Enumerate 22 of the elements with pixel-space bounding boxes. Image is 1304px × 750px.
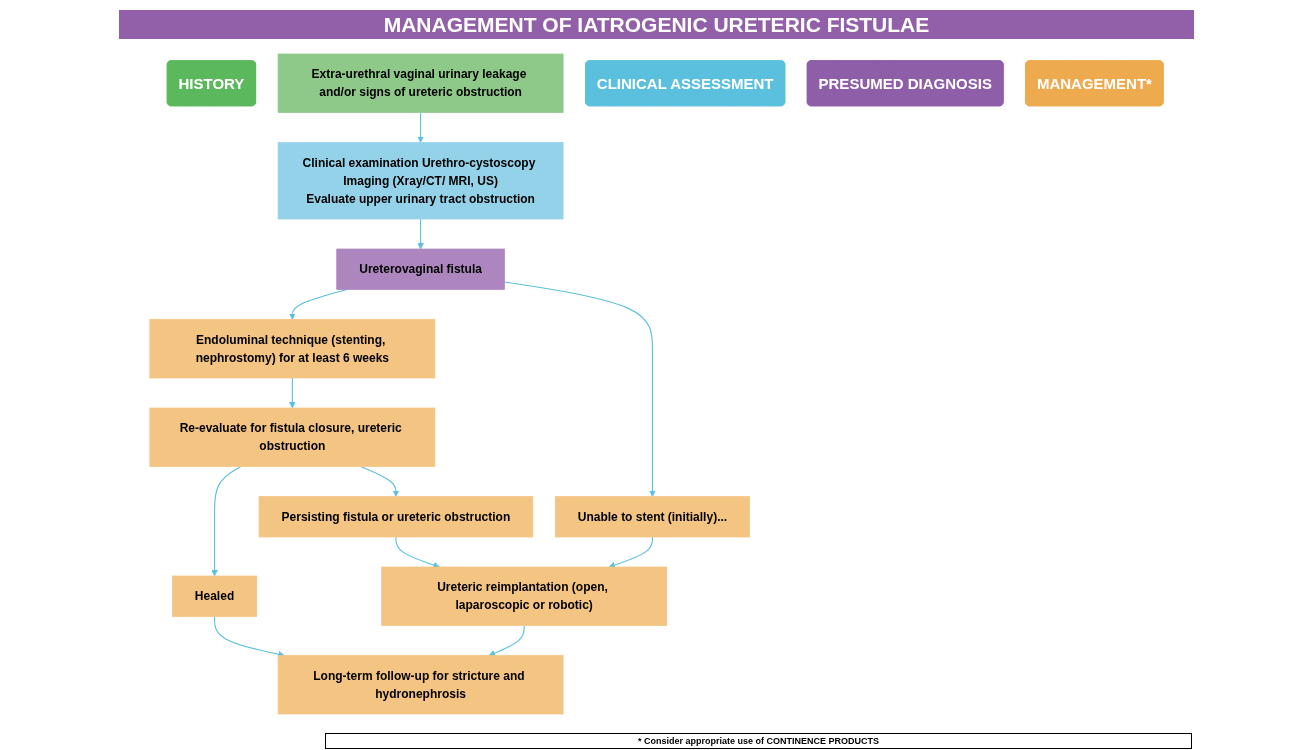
node-box: Extra-urethral vaginal urinary leakage and/or signs of ureteric obstruction xyxy=(277,53,564,113)
node-box: Unable to stent (initially)... xyxy=(554,496,750,538)
node-box: Re-evaluate for fistula closure, ureteric obstruction xyxy=(149,407,436,467)
arrow xyxy=(289,377,296,409)
node-box: Healed xyxy=(172,575,258,617)
arrow xyxy=(608,536,654,569)
node-box: Ureteric reimplantation (open, laparoscopic or robotic) xyxy=(381,566,668,626)
node-box: Persisting fistula or ureteric obstruction xyxy=(258,496,534,538)
arrow xyxy=(395,536,440,569)
arrow xyxy=(488,624,525,657)
arrow xyxy=(417,218,424,250)
footnote: * Consider appropriate use of CONTINENCE PRODUCTS xyxy=(325,733,1192,749)
title-banner: MANAGEMENT OF IATROGENIC URETERIC FISTULAE xyxy=(119,10,1194,39)
arrow xyxy=(417,111,424,143)
node-box: Endoluminal technique (stenting, nephrostomy) for at least 6 weeks xyxy=(149,319,436,379)
arrow xyxy=(211,465,242,577)
arrow xyxy=(213,615,285,658)
node-box: Clinical examination Urethro-cystoscopy Imaging (Xray/CT/ MRI, US) Evaluate upper urinary tract obstruction xyxy=(277,142,564,220)
arrow xyxy=(503,281,656,497)
arrow xyxy=(360,465,400,497)
node-box: Long-term follow-up for stricture and hydronephrosis xyxy=(277,655,564,715)
node-box: Ureterovaginal fistula xyxy=(336,248,505,290)
